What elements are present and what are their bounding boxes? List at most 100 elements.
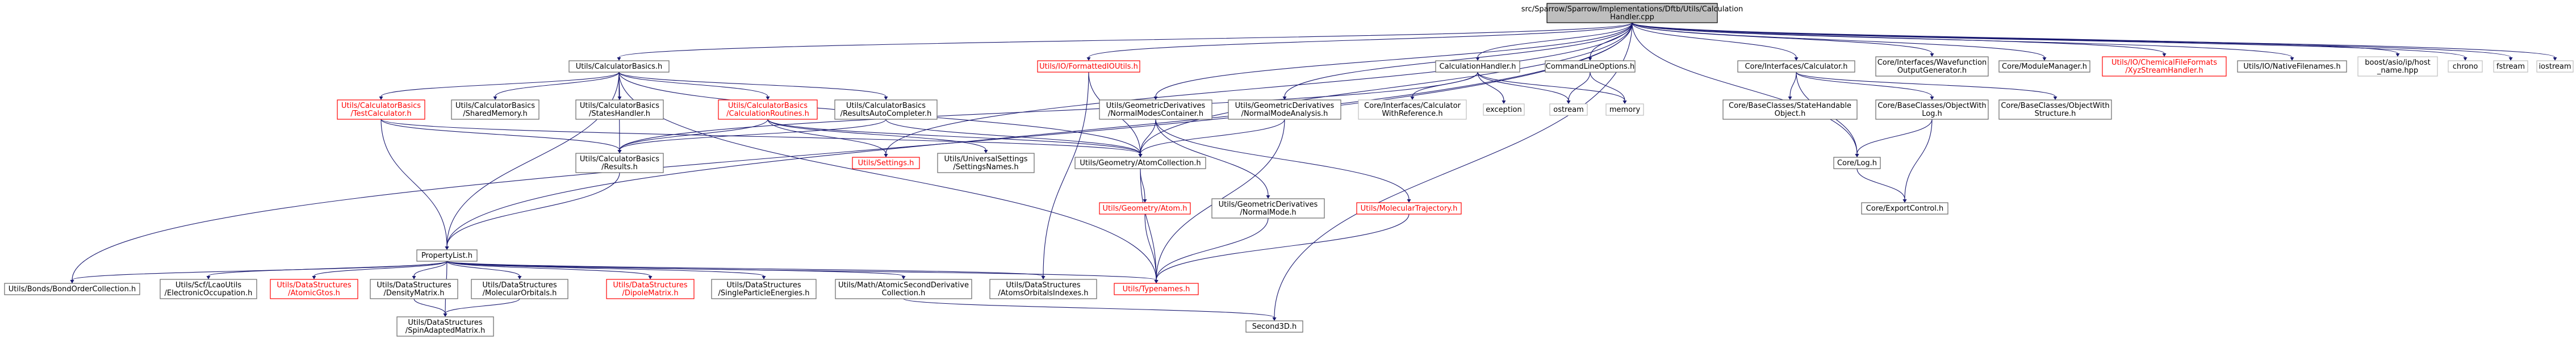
node-label: Utils/Math/AtomicSecondDerivative xyxy=(838,281,969,290)
node-atomicsecder[interactable]: Utils/Math/AtomicSecondDerivativeCollect… xyxy=(835,279,972,299)
edge-arrowhead xyxy=(1930,97,1934,100)
edge-calcbasics-resautocomp xyxy=(618,72,886,97)
edge-arrowhead xyxy=(901,276,906,279)
node-label: Core/ExportControl.h xyxy=(1866,204,1943,213)
node-proplist[interactable]: PropertyList.h xyxy=(416,249,478,262)
edge-resautocomp-results xyxy=(619,119,886,150)
node-densmat[interactable]: Utils/DataStructures/DensityMatrix.h xyxy=(370,279,458,299)
edge-proplist-molorb xyxy=(446,261,520,277)
node-label: Utils/CalculatorBasics xyxy=(846,102,926,110)
node-label: /MolecularOrbitals.h xyxy=(483,289,557,298)
node-label: Utils/GeometricDerivatives xyxy=(1219,200,1318,209)
node-aoindexes[interactable]: Utils/DataStructures/AtomsOrbitalsIndexe… xyxy=(989,279,1097,299)
node-exception: exception xyxy=(1483,103,1525,116)
edge-arrowhead xyxy=(1566,101,1571,104)
node-resautocomp[interactable]: Utils/CalculatorBasics/ResultsAutoComple… xyxy=(834,99,938,120)
node-typenames[interactable]: Utils/Typenames.h xyxy=(1114,283,1199,295)
edge-arrowhead xyxy=(1502,101,1506,104)
node-spinadapted[interactable]: Utils/DataStructures/SpinAdaptedMatrix.h xyxy=(396,316,494,337)
edge-cmdopts-ostream xyxy=(1568,72,1591,101)
node-box xyxy=(568,60,670,73)
node-results[interactable]: Utils/CalculatorBasics/Results.h xyxy=(575,153,664,173)
edge-arrowhead xyxy=(1138,154,1143,157)
node-label: Utils/CalculatorBasics xyxy=(728,102,808,110)
edge-testcalc-proplist xyxy=(380,119,448,247)
node-normmode[interactable]: Utils/GeometricDerivatives/NormalMode.h xyxy=(1211,198,1325,219)
edge-arrowhead xyxy=(617,97,622,100)
node-testcalc[interactable]: Utils/CalculatorBasics/TestCalculator.h xyxy=(337,99,425,120)
edge-corecalc-objwithstruct xyxy=(1796,72,2056,97)
edge-arrowhead xyxy=(206,276,211,279)
node-cmdopts[interactable]: CommandLineOptions.h xyxy=(1545,60,1636,73)
node-univsettings[interactable]: Utils/UniversalSettings/SettingsNames.h xyxy=(937,153,1035,173)
node-label: /StatesHandler.h xyxy=(589,110,650,118)
edge-arrowhead xyxy=(1266,195,1270,199)
node-calcbasics[interactable]: Utils/CalculatorBasics.h xyxy=(568,60,670,73)
edge-proplist-typenames xyxy=(446,261,1157,281)
node-box xyxy=(1545,60,1636,73)
node-wfgen[interactable]: Core/Interfaces/WavefunctionOutputGenera… xyxy=(1875,56,1989,77)
node-label: Utils/DataStructures xyxy=(482,281,557,290)
edge-arrowhead xyxy=(766,97,770,100)
node-label: Core/BaseClasses/ObjectWith xyxy=(2001,102,2109,110)
node-atomicgtos[interactable]: Utils/DataStructures/AtomicGtos.h xyxy=(270,279,358,299)
node-sharedmem[interactable]: Utils/CalculatorBasics/SharedMemory.h xyxy=(451,99,540,120)
node-label: /AtomsOrbitalsIndexes.h xyxy=(998,289,1089,298)
node-bondorder[interactable]: Utils/Bonds/BondOrderCollection.h xyxy=(4,283,140,295)
edge-root-settings xyxy=(885,22,1633,154)
node-nativefn[interactable]: Utils/IO/NativeFilenames.h xyxy=(2237,60,2347,73)
node-elecocc[interactable]: Utils/Scf/LcaoUtils/ElectronicOccupation… xyxy=(160,279,257,299)
node-xyzstream[interactable]: Utils/IO/ChemicalFileFormats/XyzStreamHa… xyxy=(2102,56,2227,77)
node-normmodescont[interactable]: Utils/GeometricDerivatives/NormalModesCo… xyxy=(1099,99,1212,120)
node-box xyxy=(396,316,494,337)
node-calcroutines[interactable]: Utils/CalculatorBasics/CalculationRoutin… xyxy=(718,99,818,120)
edges xyxy=(70,22,2557,321)
node-fstream: fstream xyxy=(2493,60,2528,73)
node-label: Second3D.h xyxy=(1252,323,1297,331)
edge-root-atomcoll xyxy=(1140,22,1633,154)
node-atom[interactable]: Utils/Geometry/Atom.h xyxy=(1099,202,1191,215)
node-label: src/Sparrow/Sparrow/Implementations/Dftb… xyxy=(1521,5,1743,14)
node-calchandler[interactable]: CalculationHandler.h xyxy=(1435,60,1520,73)
edge-moltraj-typenames xyxy=(1156,214,1410,281)
node-root[interactable]: src/Sparrow/Sparrow/Implementations/Dftb… xyxy=(1521,3,1743,23)
node-label: Core/BaseClasses/StateHandable xyxy=(1729,102,1851,110)
node-label: WithReference.h xyxy=(1382,110,1442,118)
edge-arrowhead xyxy=(2508,57,2513,61)
node-normmodeanal[interactable]: Utils/GeometricDerivatives/NormalModeAna… xyxy=(1228,99,1341,120)
node-corelog[interactable]: Core/Log.h xyxy=(1833,157,1881,169)
node-label: Utils/Bonds/BondOrderCollection.h xyxy=(9,285,136,294)
edge-root-modmgr xyxy=(1632,22,2045,58)
node-settings[interactable]: Utils/Settings.h xyxy=(852,157,920,169)
node-corecalc[interactable]: Core/Interfaces/Calculator.h xyxy=(1737,60,1855,73)
edge-arrowhead xyxy=(617,150,622,153)
node-label: Log.h xyxy=(1922,110,1942,118)
node-second3d[interactable]: Second3D.h xyxy=(1245,320,1303,333)
node-label: CommandLineOptions.h xyxy=(1546,62,1634,71)
node-exportctl[interactable]: Core/ExportControl.h xyxy=(1861,202,1948,215)
node-stateshandler[interactable]: Utils/CalculatorBasics/StatesHandler.h xyxy=(575,99,664,120)
node-label: Utils/DataStructures xyxy=(377,281,451,290)
edge-proplist-bondorder xyxy=(72,261,448,281)
node-box xyxy=(575,99,664,120)
edge-arrowhead xyxy=(2042,57,2047,61)
node-box xyxy=(1998,99,2112,120)
node-box xyxy=(416,249,478,262)
node-fmtio[interactable]: Utils/IO/FormattedIOUtils.h xyxy=(1037,60,1140,73)
node-singpart[interactable]: Utils/DataStructures/SingleParticleEnerg… xyxy=(711,279,817,299)
node-modmgr[interactable]: Core/ModuleManager.h xyxy=(1998,60,2090,73)
node-atomcoll[interactable]: Utils/Geometry/AtomCollection.h xyxy=(1074,157,1206,169)
node-box xyxy=(1435,60,1520,73)
edge-root-fmtio xyxy=(1088,22,1633,58)
node-ostream: ostream xyxy=(1549,103,1588,116)
edge-arrowhead xyxy=(1788,97,1792,100)
node-moltraj[interactable]: Utils/MolecularTrajectory.h xyxy=(1356,202,1462,215)
node-molorb[interactable]: Utils/DataStructures/MolecularOrbitals.h xyxy=(471,279,568,299)
node-label: Utils/IO/FormattedIOUtils.h xyxy=(1039,62,1138,71)
node-memory: memory xyxy=(1605,103,1644,116)
edge-arrowhead xyxy=(445,246,449,250)
node-dipolemat[interactable]: Utils/DataStructures/DipoleMatrix.h xyxy=(606,279,695,299)
